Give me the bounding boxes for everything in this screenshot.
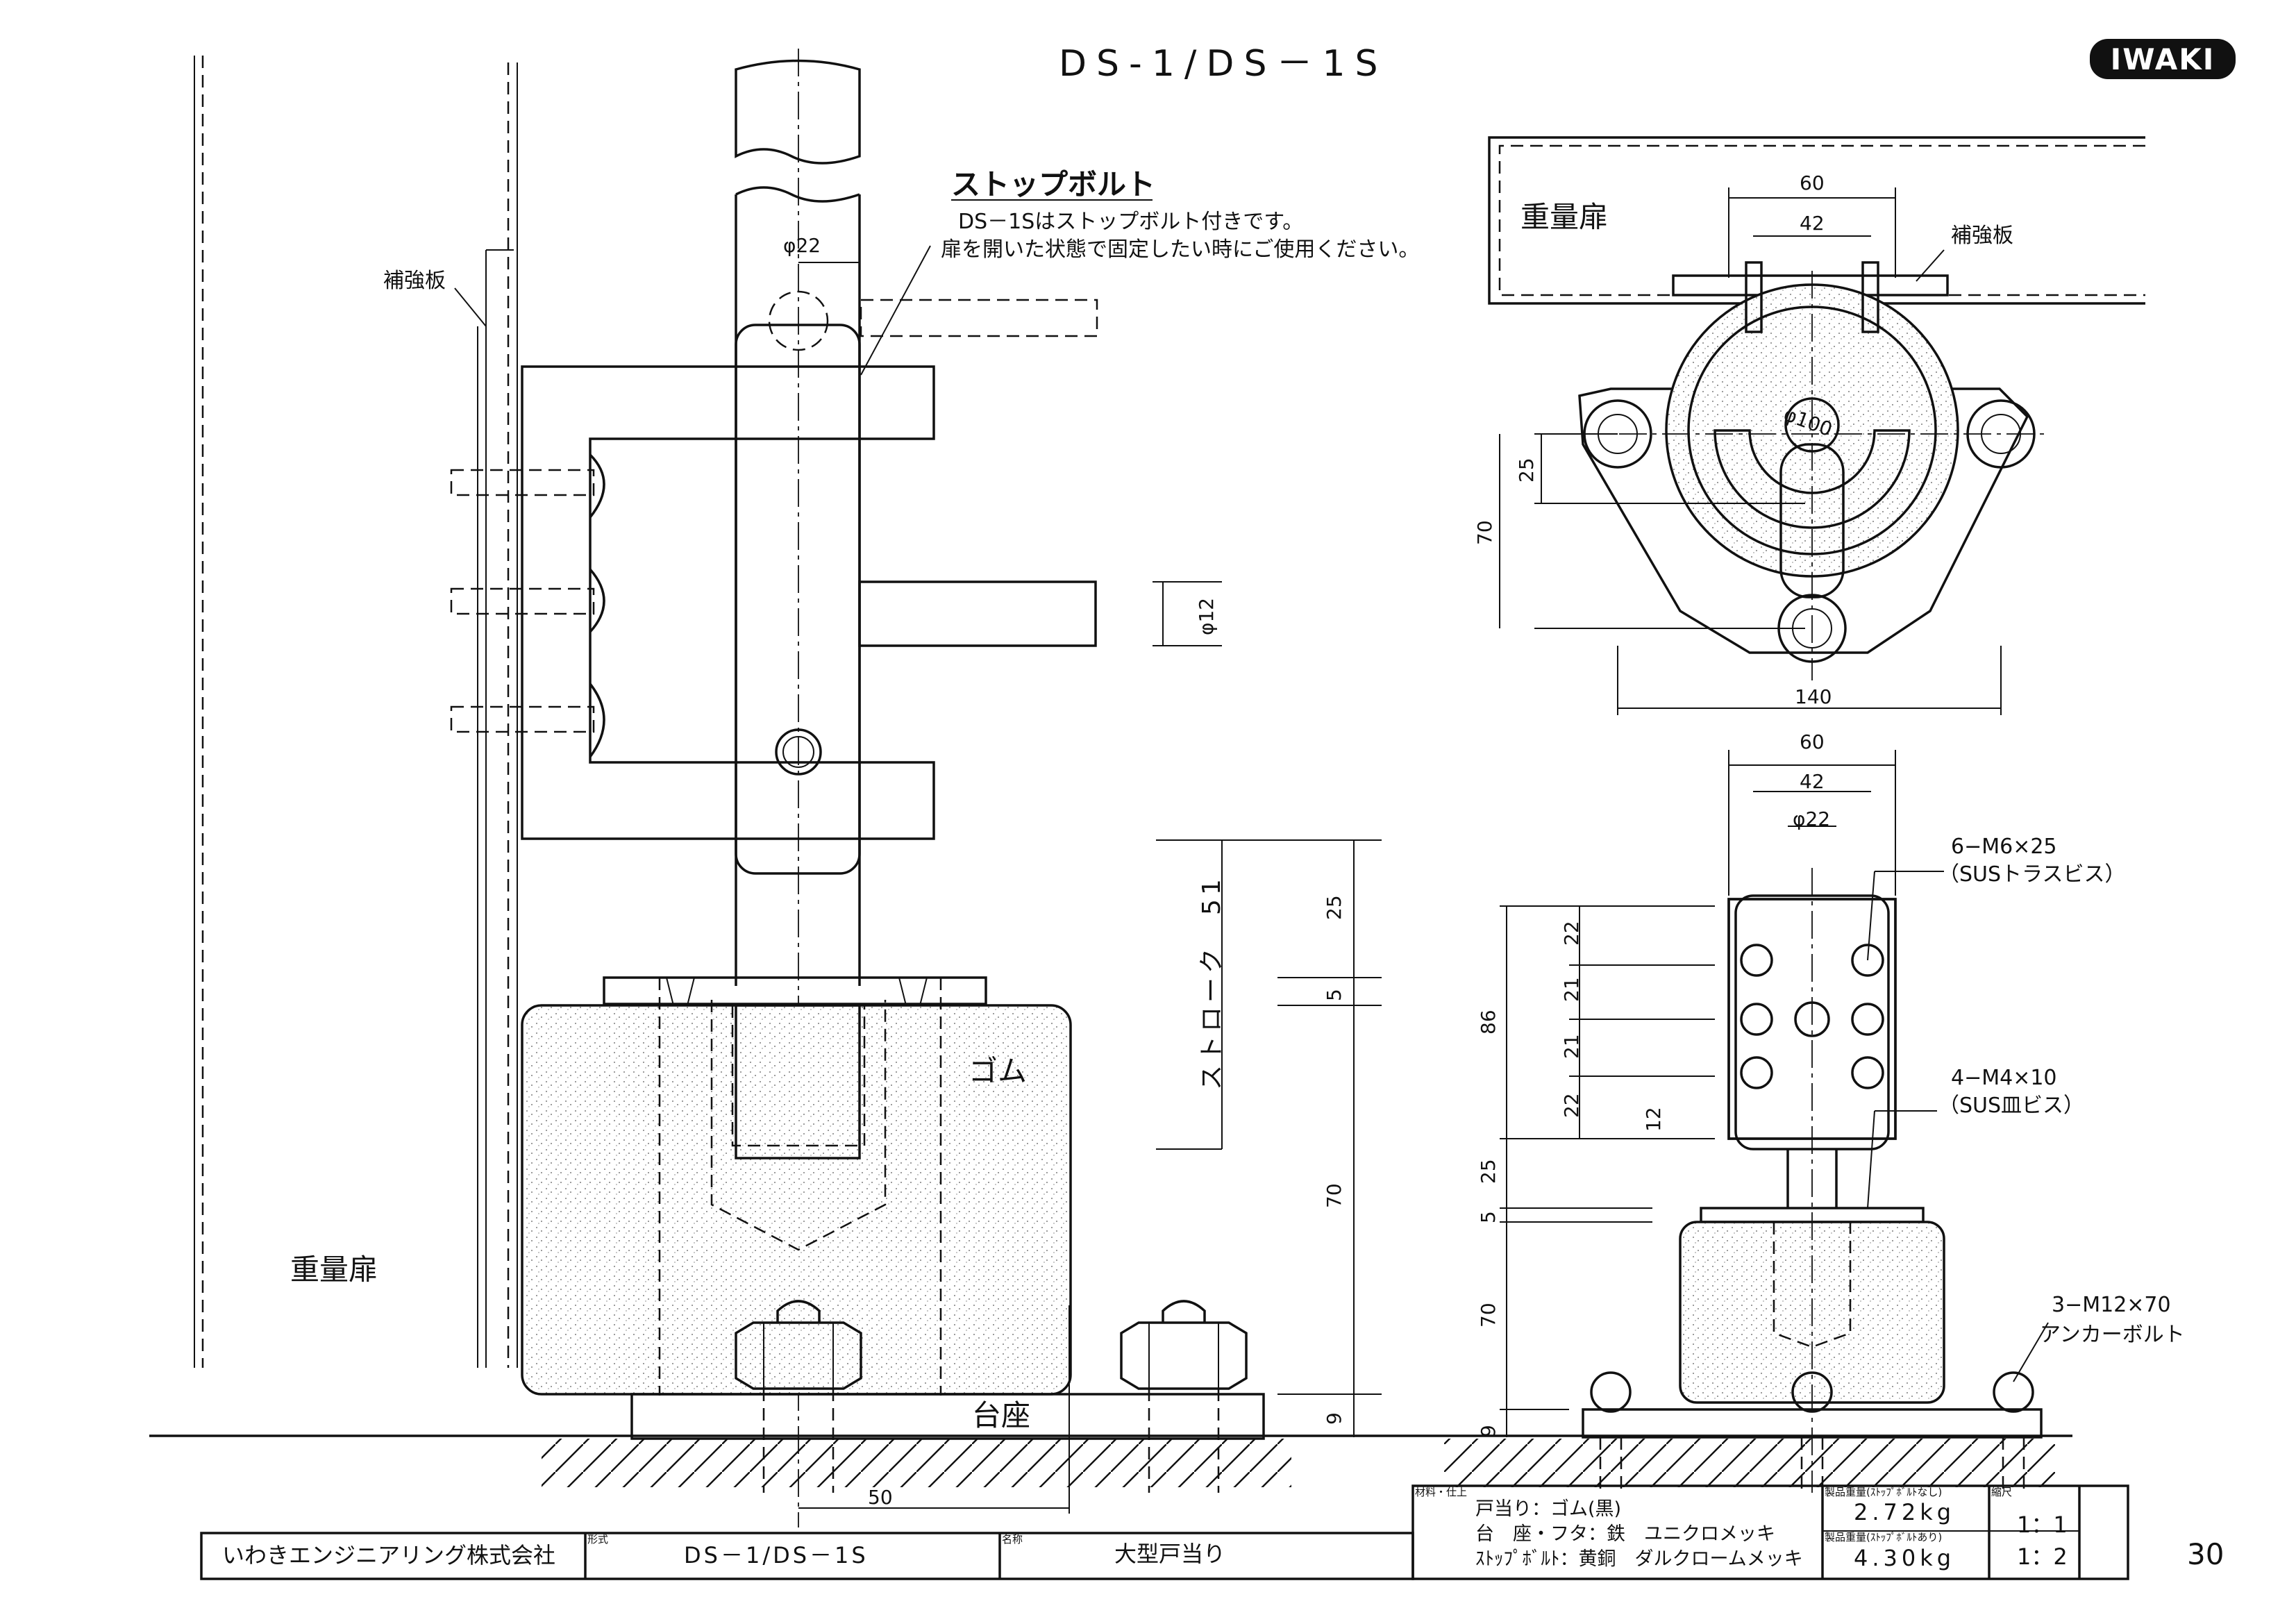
dim-22a-front: 22: [1560, 921, 1583, 946]
dim-12-front: 12: [1642, 1107, 1665, 1132]
base-label: 台座: [972, 1398, 1031, 1432]
weight-label-1: 製品重量(ｽﾄｯﾌﾟﾎﾞﾙﾄなし): [1825, 1486, 1943, 1498]
top-view: [1488, 136, 2145, 715]
material-label: 材料・仕上: [1415, 1486, 1468, 1498]
scale-value-1: 1：1: [2017, 1512, 2068, 1538]
dim-86-front: 86: [1477, 1010, 1500, 1035]
dim-phi12: φ12: [1195, 597, 1218, 635]
dim-42-top: 42: [1800, 212, 1825, 235]
dim-25-side: 25: [1323, 895, 1346, 920]
weight-label-2: 製品重量(ｽﾄｯﾌﾟﾎﾞﾙﾄあり): [1825, 1531, 1943, 1543]
model-value: DS－1/DS－1S: [684, 1542, 869, 1568]
company-name: いわきエンジニアリング株式会社: [222, 1542, 556, 1568]
dim-21a-front: 21: [1560, 977, 1583, 1002]
dim-22b-front: 22: [1560, 1093, 1583, 1118]
wall-screws: [450, 453, 605, 758]
dim-21b-front: 21: [1560, 1034, 1583, 1059]
reinforcement-plate-label-top: 補強板: [1951, 224, 2013, 248]
weight-value-2: 4.30kg: [1854, 1545, 1956, 1571]
name-label: 名称: [1002, 1533, 1023, 1546]
material-line-3: ｽﾄｯﾌﾟﾎﾞﾙﾄ：黄銅 ダルクロームメッキ: [1475, 1548, 1803, 1570]
screw-callout-2: 4−M4×10: [1951, 1066, 2057, 1090]
dim-9-side: 9: [1323, 1412, 1346, 1425]
page-number: 30: [2187, 1537, 2224, 1571]
drawing-title: DS-1/DS－1S: [1059, 43, 1388, 85]
dim-phi22-front: φ22: [1793, 807, 1831, 830]
stroke-label: ストローク 51: [1198, 875, 1226, 1090]
scale-value-2: 1：2: [2017, 1543, 2068, 1570]
reinforcement-plate-label: 補強板: [383, 269, 446, 293]
dim-42-front: 42: [1800, 770, 1825, 793]
product-name: 大型戸当り: [1114, 1541, 1226, 1567]
anchor-callout-b: アンカーボルト: [2040, 1323, 2185, 1347]
dim-70-side: 70: [1323, 1183, 1346, 1208]
scale-label: 縮尺: [1991, 1486, 2013, 1498]
side-view: [149, 49, 2072, 1527]
anchor-callout: 3−M12×70: [2052, 1293, 2171, 1317]
dim-70-top: 70: [1473, 520, 1496, 545]
heavy-door-label-top: 重量扉: [1520, 200, 1609, 234]
dim-50-side: 50: [868, 1486, 893, 1509]
front-view: [1500, 750, 2049, 1493]
screw-callout-2b: （SUS皿ビス）: [1938, 1094, 2085, 1118]
dim-5-side: 5: [1323, 989, 1346, 1001]
anchor-nut-right: [1120, 1300, 1248, 1493]
dim-25-top: 25: [1515, 458, 1538, 483]
stop-bolt-note-2: 扉を開いた状態で固定したい時にご使用ください。: [941, 237, 1420, 262]
material-line-2: 台 座・フタ：鉄 ユニクロメッキ: [1475, 1523, 1775, 1545]
dim-140-top: 140: [1795, 685, 1832, 708]
stop-bolt-note-1: DS－1Sはストップボルト付きです。: [958, 210, 1304, 234]
anchor-nut-left: [735, 1300, 862, 1493]
rubber-label: ゴム: [969, 1054, 1028, 1088]
title-block: [200, 1484, 2129, 1580]
dim-70-front: 70: [1477, 1303, 1500, 1328]
material-line-1: 戸当り：ゴム(黒): [1475, 1498, 1622, 1520]
dim-9-front: 9: [1477, 1425, 1500, 1437]
dim-phi22-side: φ22: [783, 234, 821, 257]
iwaki-logo: IWAKI: [2090, 39, 2236, 79]
dim-5-front: 5: [1477, 1211, 1500, 1223]
dim-60-top: 60: [1800, 171, 1825, 194]
screw-callout-1b: （SUSトラスビス）: [1938, 862, 2126, 887]
stop-bolt-heading: ストップボルト: [951, 167, 1156, 201]
heavy-door-label: 重量扉: [290, 1253, 378, 1287]
dim-60-front: 60: [1800, 730, 1825, 753]
screw-callout-1: 6−M6×25: [1951, 835, 2057, 859]
weight-value-1: 2.72kg: [1854, 1499, 1956, 1525]
dim-25-front: 25: [1477, 1159, 1500, 1184]
model-label: 形式: [587, 1533, 609, 1546]
